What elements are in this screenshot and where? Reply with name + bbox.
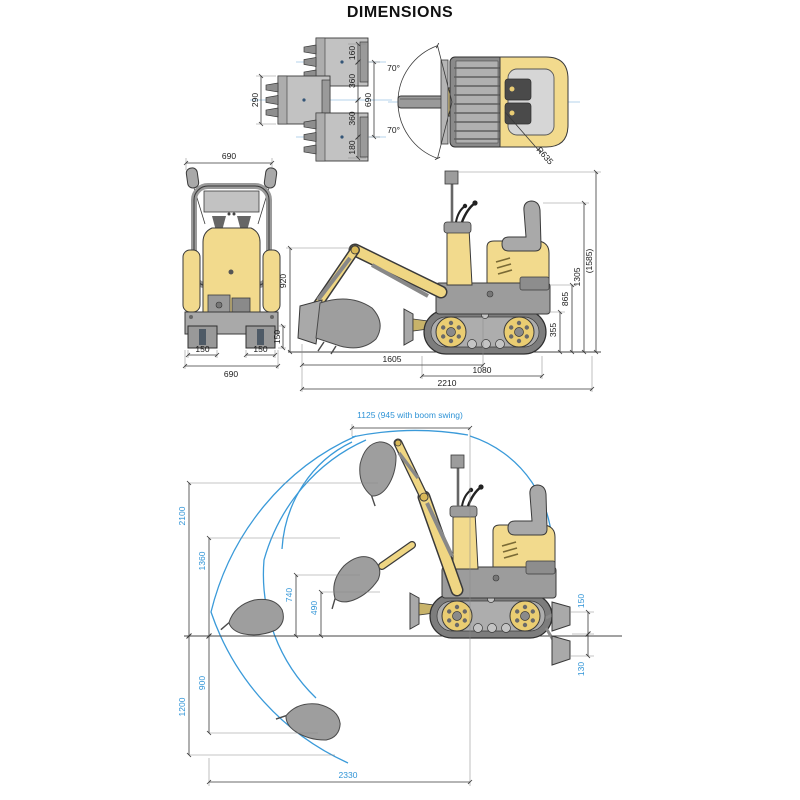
plan-view-buckets: 290 160 360 690 360 180 [250, 37, 392, 162]
dim-front-width-bottom: 690 [224, 369, 238, 379]
dim-front-length: 1605 [383, 354, 402, 364]
dim-vertical-dig-depth: 900 [197, 676, 207, 690]
side-view: 920 355 865 1305 (1585) 1605 1080 2210 [278, 169, 601, 392]
dim-track-height-front: 150 [272, 330, 282, 344]
working-range-diagram: 1125 (945 with boom swing) 2100 1360 740… [177, 410, 622, 786]
dim-front-overall-width: 690 [222, 151, 236, 161]
dim-swing-angle-lower: 70° [387, 125, 400, 135]
plan-view-machine: 70° 70° R635 [387, 42, 580, 167]
dim-overall-length: 2210 [438, 378, 457, 388]
page-title: DIMENSIONS [347, 4, 453, 21]
dim-max-reach-at-ground: 2330 [339, 770, 358, 780]
dim-engine-cover-height: 865 [560, 292, 570, 306]
dim-bottom-outer-offset: 180 [347, 140, 357, 154]
dim-top-outer-offset: 160 [347, 46, 357, 60]
dim-blade-above-ground: 150 [576, 594, 586, 608]
blade-positions [544, 601, 571, 666]
dim-folded-rollbar-height: (1585) [584, 249, 594, 274]
dim-boom-pivot-height: 740 [284, 588, 294, 602]
dim-swing-angle-upper: 70° [387, 63, 400, 73]
dim-shoe-right: 150 [253, 344, 267, 354]
machine-working-range [410, 455, 556, 638]
dim-seat-top-height: 1305 [572, 267, 582, 286]
dim-blade-below-ground: 130 [576, 662, 586, 676]
arm-position-mid [378, 541, 416, 570]
dim-max-dumping-height: 1360 [197, 551, 207, 570]
bucket-position-depth [274, 687, 347, 751]
boom-raised [393, 438, 464, 597]
boom-folded [297, 243, 448, 355]
dim-shoe-left: 150 [195, 344, 209, 354]
dim-max-dig-depth: 1200 [177, 697, 187, 716]
dim-arm-pivot-height: 490 [309, 601, 319, 615]
dim-max-cutting-height: 2100 [177, 506, 187, 525]
bucket-position-ground [220, 593, 287, 640]
dim-tail-radius: R635 [535, 145, 556, 167]
dim-top-offset: 360 [347, 74, 357, 88]
dim-overall-width-plan: 690 [363, 93, 373, 107]
dim-bucket-width: 290 [250, 93, 260, 107]
front-view: 690 150 150 690 150 [182, 151, 286, 379]
dim-boom-transport-height: 920 [278, 274, 288, 288]
dim-bottom-offset: 360 [347, 111, 357, 125]
bucket-position-mid [316, 550, 388, 611]
dim-crawler-length: 1080 [473, 365, 492, 375]
dim-front-swing-width: 1125 (945 with boom swing) [357, 410, 463, 420]
machine-side-view [404, 171, 550, 354]
dim-track-height-side: 355 [548, 323, 558, 337]
